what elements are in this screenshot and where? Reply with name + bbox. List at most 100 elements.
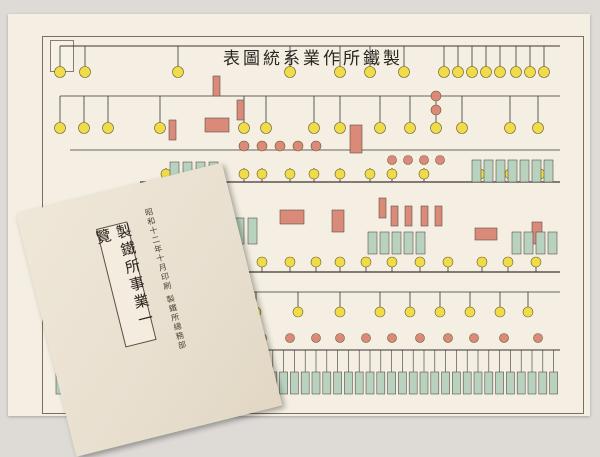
process-node — [532, 122, 544, 134]
process-node — [443, 333, 453, 343]
process-node — [102, 122, 114, 134]
factory-icon — [474, 227, 498, 241]
furnace-marker — [404, 205, 413, 227]
process-node — [334, 168, 346, 180]
process-node — [480, 66, 492, 78]
furnace-marker — [212, 75, 221, 97]
process-node — [374, 122, 386, 134]
process-node — [54, 122, 66, 134]
furnace-marker — [434, 205, 443, 227]
process-node — [419, 155, 429, 165]
process-node — [260, 122, 272, 134]
product-box — [495, 371, 504, 395]
process-node — [438, 66, 450, 78]
photo-stage: 表圖統系業作所鐵製 製鐵所事業一覽 昭和十二年十月印刷 製鐵所總務部 — [8, 14, 590, 457]
process-node — [284, 256, 296, 268]
process-node — [256, 256, 268, 268]
product-box — [403, 231, 414, 255]
product-box — [322, 371, 332, 395]
process-node — [364, 168, 376, 180]
product-box — [462, 371, 472, 395]
process-node — [442, 256, 454, 268]
product-box — [311, 371, 321, 395]
process-node — [502, 256, 514, 268]
process-node — [510, 66, 522, 78]
process-node — [284, 66, 296, 78]
process-node — [415, 333, 425, 343]
process-node — [54, 66, 66, 78]
process-node — [172, 66, 184, 78]
product-box — [527, 371, 537, 395]
process-node — [387, 333, 397, 343]
process-node — [398, 66, 410, 78]
product-box — [279, 371, 288, 395]
process-node — [434, 306, 446, 318]
furnace-marker — [236, 99, 245, 121]
process-node — [386, 256, 398, 268]
process-node — [452, 66, 464, 78]
process-node — [469, 333, 479, 343]
product-box — [247, 217, 258, 245]
process-node — [308, 122, 320, 134]
process-node — [238, 122, 250, 134]
product-box — [379, 231, 390, 255]
factory-icon — [204, 117, 230, 133]
process-node — [404, 306, 416, 318]
product-box — [484, 371, 494, 395]
product-box — [408, 371, 418, 395]
furnace-marker — [378, 197, 387, 219]
process-node — [374, 306, 386, 318]
product-box — [473, 371, 483, 395]
product-box — [507, 159, 518, 183]
product-box — [430, 371, 440, 395]
product-box — [376, 371, 386, 395]
process-node — [387, 155, 397, 165]
process-node — [335, 333, 345, 343]
process-node — [538, 66, 550, 78]
product-box — [300, 371, 310, 395]
process-node — [386, 168, 398, 180]
product-box — [519, 159, 530, 183]
product-box — [543, 159, 554, 183]
process-node — [494, 66, 506, 78]
process-node — [494, 306, 506, 318]
process-node — [524, 66, 536, 78]
process-node — [311, 333, 321, 343]
process-node — [466, 66, 478, 78]
process-node — [334, 122, 346, 134]
product-box — [511, 231, 522, 255]
process-node — [364, 66, 376, 78]
process-node — [78, 122, 90, 134]
product-box — [391, 231, 402, 255]
product-box — [506, 371, 515, 395]
process-node — [310, 256, 322, 268]
product-box — [333, 371, 342, 395]
process-node — [430, 104, 442, 116]
process-node — [256, 168, 268, 180]
process-node — [476, 256, 488, 268]
furnace-marker — [168, 119, 177, 141]
factory-icon — [279, 209, 305, 225]
product-box — [547, 231, 558, 255]
process-node — [238, 168, 250, 180]
product-box — [367, 231, 378, 255]
furnace-icon — [331, 209, 345, 233]
product-box — [495, 159, 506, 183]
process-node — [256, 140, 268, 152]
product-box — [398, 371, 407, 395]
process-node — [292, 306, 304, 318]
process-node — [504, 122, 516, 134]
process-node — [308, 168, 320, 180]
process-node — [334, 66, 346, 78]
process-node — [274, 140, 286, 152]
product-box — [471, 159, 482, 183]
product-box — [452, 371, 461, 395]
product-box — [354, 371, 364, 395]
process-node — [284, 168, 296, 180]
booklet-title-box: 製鐵所事業一覽 — [92, 221, 157, 348]
product-box — [531, 159, 542, 183]
product-box — [441, 371, 450, 395]
product-box — [549, 371, 558, 395]
product-box — [419, 371, 429, 395]
diagram-title: 表圖統系業作所鐵製 — [223, 49, 403, 69]
